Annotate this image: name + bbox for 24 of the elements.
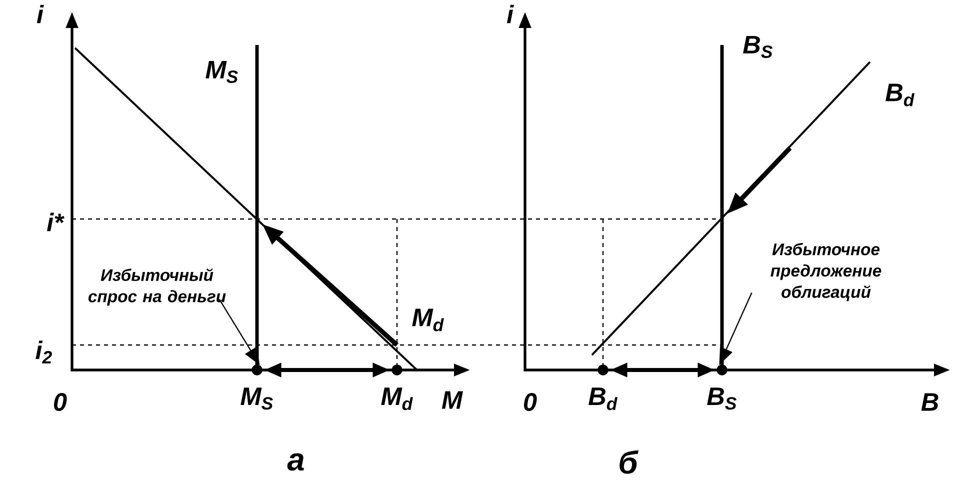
- axis-label: B$_{d}$: [588, 388, 618, 410]
- axis-label: B$_{S}$: [743, 36, 773, 58]
- annotation: Избыточное предложение облигаций: [770, 242, 882, 302]
- axis-label: B$_{S}$: [707, 388, 737, 410]
- axis-label: M: [442, 391, 463, 409]
- point-dot: [392, 364, 402, 376]
- axis-label: 0: [524, 393, 537, 411]
- axis-label: M$_{d}$: [381, 388, 413, 410]
- axis-label: M$_{S}$: [206, 60, 238, 83]
- point-dot: [252, 364, 262, 376]
- axis-label: i: [506, 4, 514, 24]
- axis-label: M$_{S}$: [240, 388, 273, 410]
- axis-label: B: [921, 393, 938, 411]
- axis-label: 0: [54, 393, 67, 411]
- point-dot: [716, 364, 728, 376]
- axis-label: i*: [47, 212, 64, 232]
- axis-label: i: [36, 4, 44, 24]
- panel-label: a: [287, 453, 304, 471]
- axis-label: M$_{d}$: [412, 308, 444, 332]
- panel-label: б: [620, 450, 639, 474]
- axis-label: i$_{2}$: [36, 340, 52, 364]
- axis-label: B$_{d}$: [886, 84, 915, 106]
- annotation: Избыточный спрос на деньги: [88, 268, 226, 306]
- point-dot: [598, 364, 608, 376]
